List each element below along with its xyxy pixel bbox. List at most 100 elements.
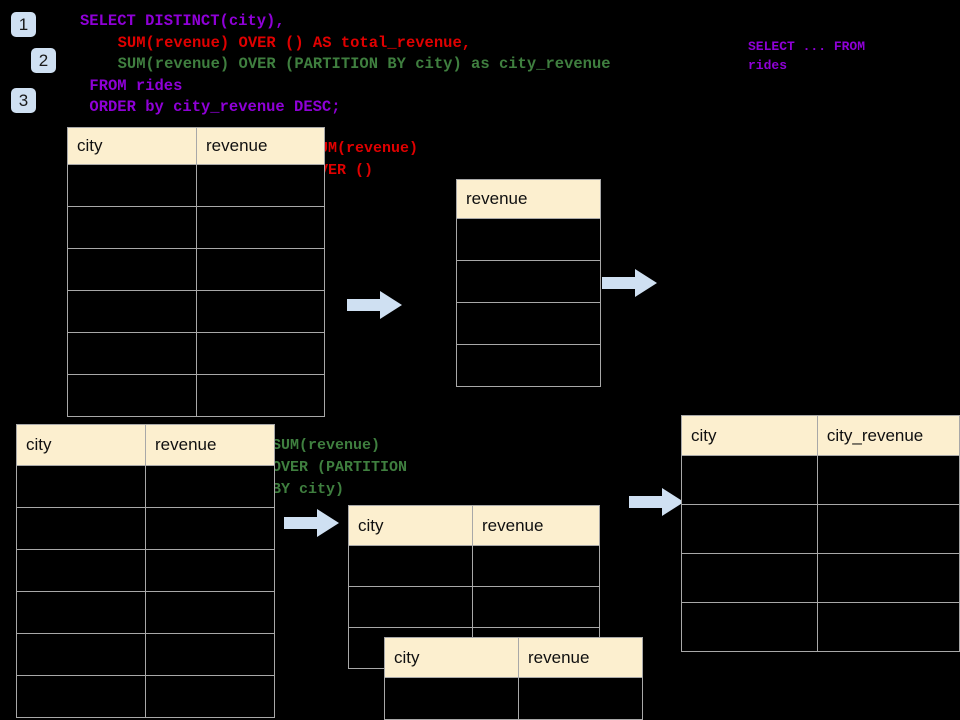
table-row: [456, 260, 601, 303]
annotation-line: OVER (PARTITION: [272, 459, 408, 476]
sql-query-code: SELECT DISTINCT(city),SUM(revenue) OVER …: [80, 11, 611, 119]
table-header-row: revenue: [456, 179, 601, 219]
arrow-source-to-partition: [284, 508, 340, 538]
column-header: revenue: [456, 179, 601, 219]
table-cell: [681, 602, 818, 652]
table-cell: [145, 633, 275, 676]
column-header: revenue: [518, 637, 643, 678]
table-cell: [16, 465, 146, 508]
sql-line-3: SUM(revenue) OVER (PARTITION BY city) as…: [117, 55, 611, 73]
table-cell: [196, 248, 325, 291]
table-cell: [196, 164, 325, 207]
table-row: [681, 504, 960, 554]
annotation-line: SUM(revenue): [272, 437, 381, 454]
table-cell: [681, 455, 818, 505]
table-cell: [67, 332, 197, 375]
table-cell: [67, 164, 197, 207]
table-row: [67, 164, 325, 207]
step-badge-3: 3: [11, 88, 36, 113]
table-row: [67, 206, 325, 249]
table-cell: [348, 545, 473, 587]
table-cell: [145, 591, 275, 634]
annotation-line: OVER (): [310, 162, 374, 179]
table-cell: [472, 586, 600, 628]
annotation-line: BY city): [272, 481, 345, 498]
table-cell: [816, 553, 960, 603]
step-badge-2: 2: [31, 48, 56, 73]
table-cell: [816, 455, 960, 505]
arrow-source-to-total: [347, 290, 403, 320]
table-cell: [196, 290, 325, 333]
table-cell: [67, 290, 197, 333]
table-cell: [67, 248, 197, 291]
table-row: [348, 586, 600, 628]
table-row: [456, 344, 601, 387]
column-header: city: [348, 505, 473, 546]
table-row: [681, 553, 960, 603]
table-cell: [16, 507, 146, 550]
arrow-partition-to-result: [629, 487, 685, 517]
table-row: [67, 248, 325, 291]
sql-line-4: FROM rides: [89, 76, 183, 95]
table-cell: [145, 465, 275, 508]
column-header: city_revenue: [816, 415, 960, 456]
table-cell: [67, 206, 197, 249]
column-header: revenue: [145, 424, 275, 466]
table-cell: [348, 586, 473, 628]
table-row: [16, 549, 275, 592]
table-cell: [145, 675, 275, 718]
table-row: [16, 465, 275, 508]
table-cell: [681, 553, 818, 603]
table-row: [348, 545, 600, 587]
table-cell: [472, 545, 600, 587]
table-row: [16, 633, 275, 676]
table-row: [384, 677, 643, 720]
table-row: [67, 290, 325, 333]
column-header: city: [681, 415, 818, 456]
sql-line-2: SUM(revenue) OVER () AS total_revenue,: [117, 33, 472, 52]
sql-line-5: ORDER by city_revenue DESC;: [89, 98, 341, 116]
table-row: [67, 374, 325, 417]
annotation-line: SUM(revenue): [310, 140, 419, 157]
table-row: [67, 332, 325, 375]
table-cell: [196, 374, 325, 417]
table-row: [456, 218, 601, 261]
table-cell: [16, 591, 146, 634]
table-row: [681, 602, 960, 652]
table-row: [456, 302, 601, 345]
column-header: revenue: [196, 127, 325, 165]
column-header: city: [16, 424, 146, 466]
table-row: [16, 507, 275, 550]
column-header: city: [67, 127, 197, 165]
side-note-line-2: rides: [748, 58, 788, 73]
table-row: [16, 675, 275, 718]
table-cell: [518, 677, 643, 720]
table-cell: [816, 602, 960, 652]
column-header: city: [384, 637, 519, 678]
arrow-total-to-next: [602, 268, 658, 298]
table-cell: [816, 504, 960, 554]
table-cell: [16, 633, 146, 676]
annotation-sum-over-partition: SUM(revenue) OVER (PARTITION BY city): [272, 435, 407, 501]
table-cell: [145, 507, 275, 550]
table-cell: [681, 504, 818, 554]
table-cell: [145, 549, 275, 592]
column-header: revenue: [472, 505, 600, 546]
table-cell: [456, 260, 601, 303]
table-cell: [16, 675, 146, 718]
table-cell: [456, 302, 601, 345]
total-revenue-table: revenue: [456, 179, 601, 387]
annotation-sum-over-empty: SUM(revenue) OVER (): [310, 138, 418, 182]
table-row: [681, 455, 960, 505]
